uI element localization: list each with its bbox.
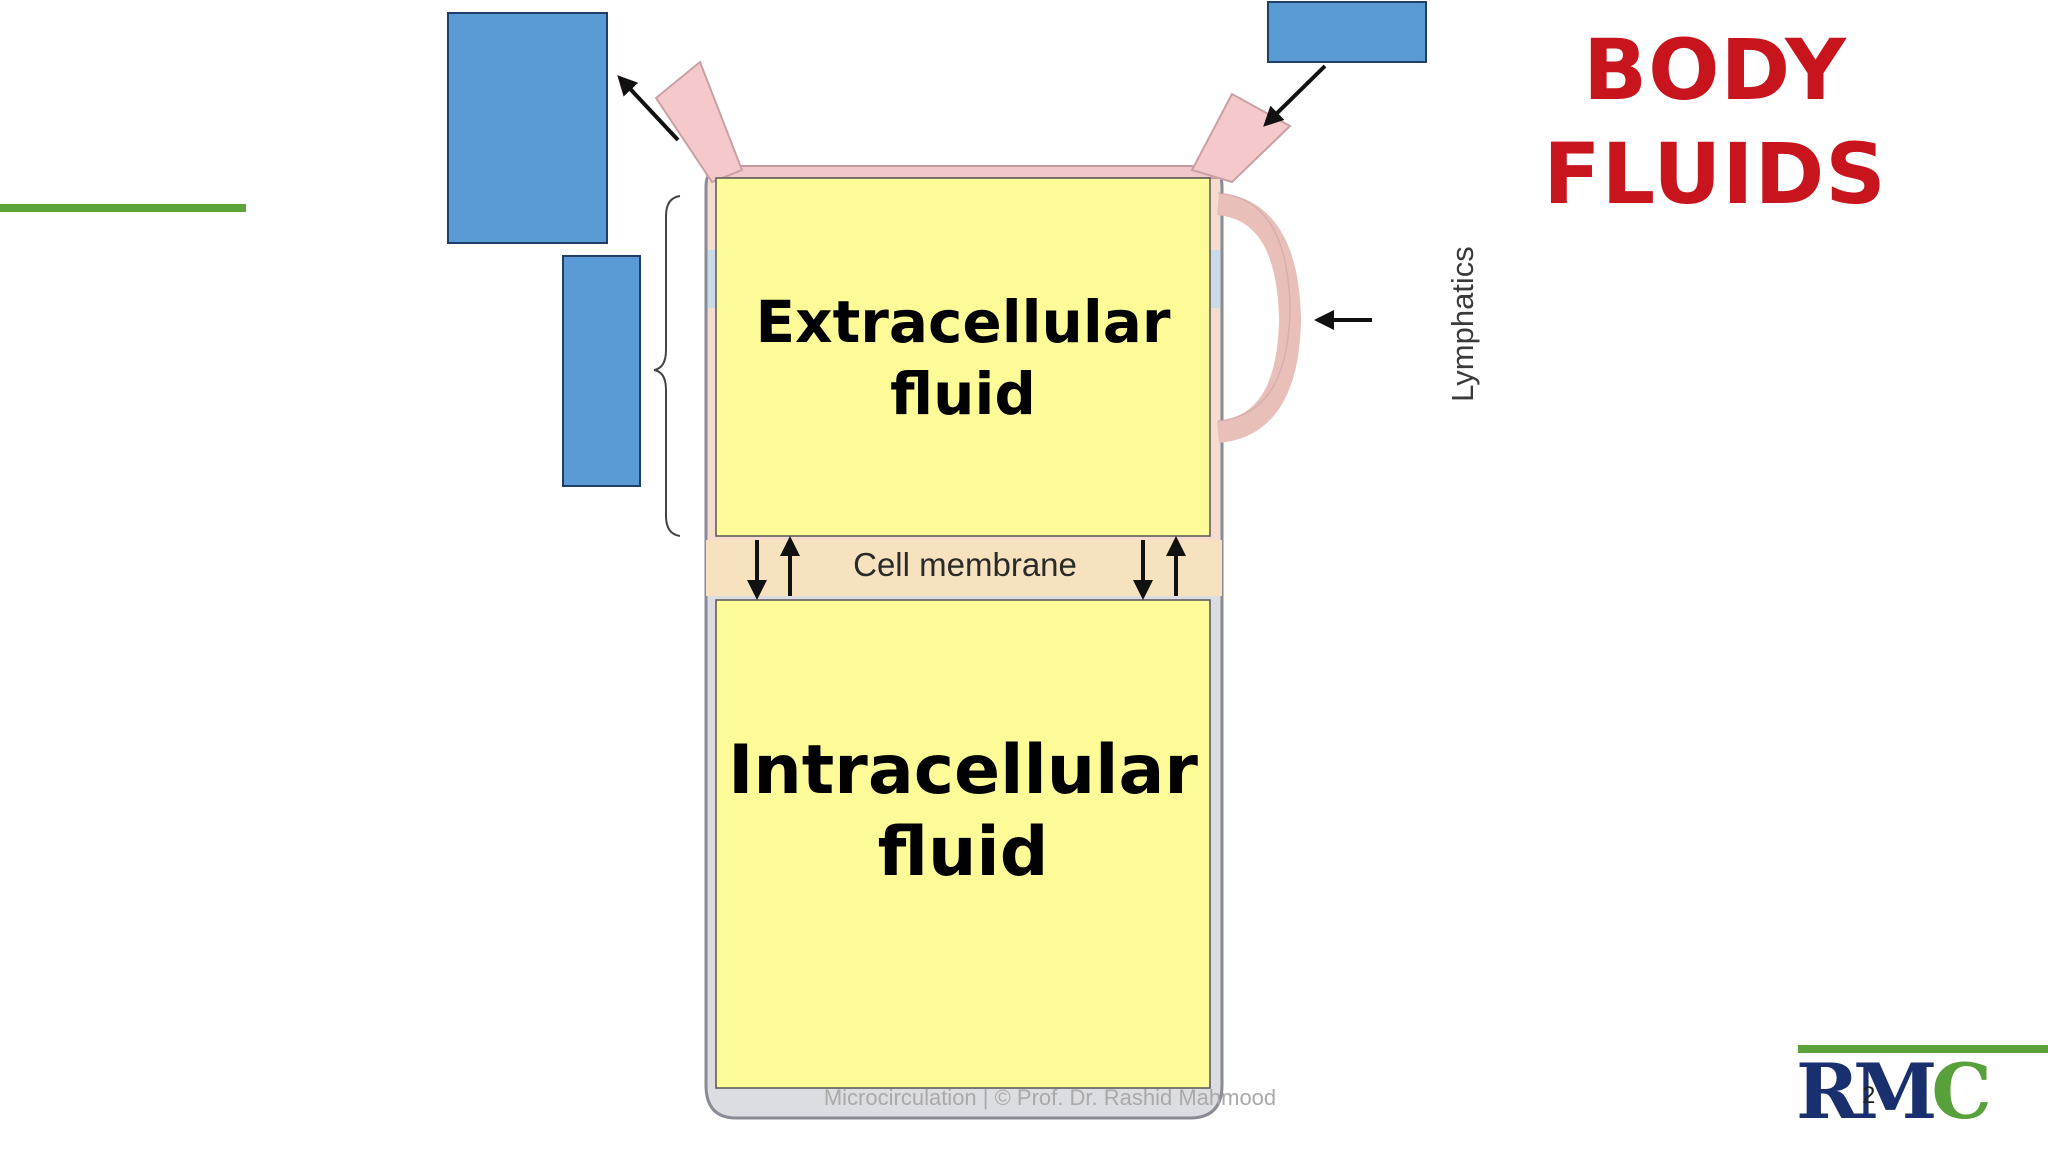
lymphatics-label: Lymphatics <box>1445 246 1480 402</box>
slide-title-line-2: FLUIDS <box>1543 125 1887 223</box>
intracellular-label-line-1: Intracellular <box>728 731 1198 810</box>
cell-membrane-label: Cell membrane <box>853 546 1077 583</box>
output-arrow <box>617 75 680 142</box>
ecf-brace <box>653 195 681 537</box>
lymphatic-loop <box>1216 193 1302 443</box>
intracellular-box <box>715 599 1211 1089</box>
slide-title-line-1: BODY <box>1583 21 1847 119</box>
accent-line-bottom-right <box>1798 1045 2048 1053</box>
logo-letter-r: R <box>1796 1047 1859 1136</box>
intracellular-label: Intracellular fluid <box>716 730 1210 894</box>
logo-letter-c: C <box>1931 1047 1991 1136</box>
rmc-logo: RMC <box>1796 1052 2026 1132</box>
extracellular-box <box>715 177 1211 537</box>
page-number: 2 <box>1862 1082 1876 1109</box>
slide-footer: Microcirculation | © Prof. Dr. Rashid Ma… <box>823 1085 1277 1110</box>
intracellular-label-line-2: fluid <box>877 813 1049 892</box>
outflow-tube <box>654 60 744 184</box>
accent-line-left <box>0 204 246 212</box>
extracellular-label: Extracellular fluid <box>716 286 1210 430</box>
label-box-output <box>447 12 608 244</box>
beaker-rim <box>705 165 1223 179</box>
slide-title: BODY FLUIDS <box>1450 18 1980 226</box>
extracellular-label-line-1: Extracellular <box>755 288 1171 356</box>
label-box-interstitial <box>562 255 641 487</box>
input-arrow <box>1263 64 1327 127</box>
label-box-intake <box>1267 1 1427 63</box>
logo-letter-m: M <box>1853 1047 1937 1136</box>
inflow-tube <box>1190 92 1292 184</box>
extracellular-label-line-2: fluid <box>890 360 1036 428</box>
